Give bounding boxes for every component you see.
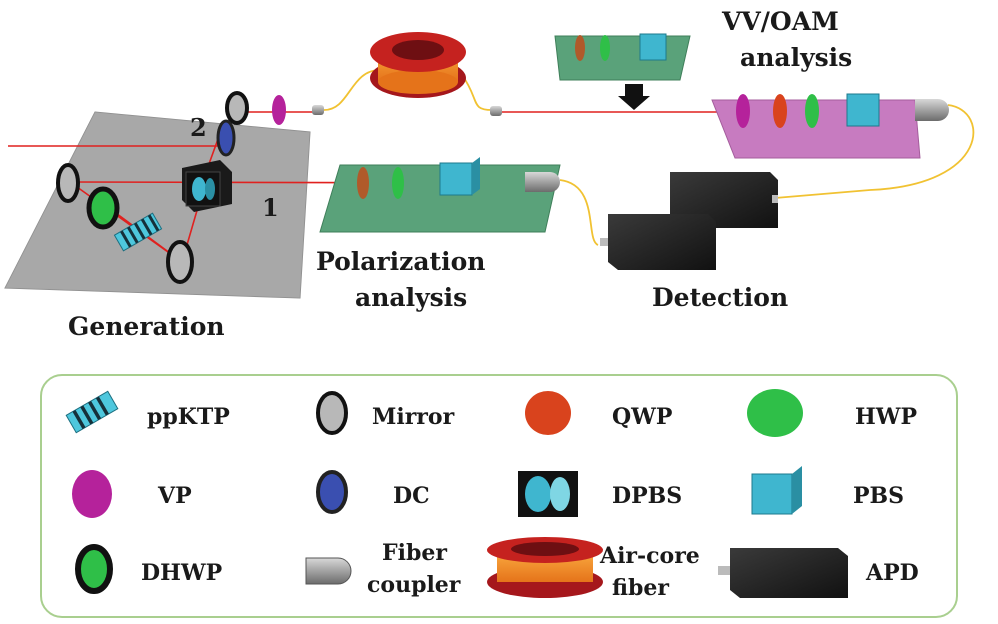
air-core-fiber-spool [370, 32, 466, 98]
legend-apd-label: APD [865, 560, 919, 586]
legend-mirror-label: Mirror [372, 404, 455, 430]
apd-detector-front [600, 214, 716, 270]
mirror-bottom [166, 240, 194, 284]
legend-fiber-coupler-icon [305, 557, 352, 585]
generation-table [4, 111, 311, 299]
label-vvoam-2: analysis [740, 43, 852, 72]
fiber-coupler-top [312, 105, 324, 115]
polarization-analysis-plate [319, 157, 561, 233]
legend-dc-label: DC [393, 483, 430, 509]
mirror-left [56, 163, 80, 203]
legend-mirror-icon [316, 391, 348, 435]
legend-panel [40, 374, 958, 618]
dhwp-plate [86, 186, 120, 230]
legend-ppktp-label: ppKTP [147, 404, 230, 430]
legend-hwp-icon [747, 389, 803, 437]
path-label-1: 1 [262, 193, 279, 222]
optical-fibers [323, 69, 975, 246]
dpbs-cube [182, 160, 232, 212]
legend-air-core-label-2: fiber [612, 575, 669, 601]
legend-qwp-icon [525, 391, 571, 435]
label-polarization-1: Polarization [316, 247, 485, 276]
legend-apd-icon [718, 548, 848, 598]
label-detection: Detection [652, 283, 788, 312]
legend-hwp-label: HWP [855, 404, 917, 430]
vp-plate-top [272, 95, 286, 125]
vv-component-plate [554, 33, 691, 110]
legend-vp-icon [72, 470, 112, 518]
legend-fiber-coupler-label-2: coupler [367, 572, 461, 598]
label-vvoam-1: VV/OAM [721, 7, 839, 36]
legend-dpbs-label: DPBS [612, 483, 682, 509]
vvoam-analysis-plate [711, 93, 949, 159]
ppktp-crystal [113, 212, 163, 252]
path-label-2: 2 [190, 113, 207, 142]
legend-fiber-coupler-label-1: Fiber [382, 540, 447, 566]
legend-vp-label: VP [157, 483, 192, 509]
legend-dhwp-label: DHWP [141, 560, 222, 586]
fiber-coupler-mid [490, 106, 502, 116]
legend-pbs-icon [751, 466, 802, 515]
legend-ppktp-icon [65, 390, 119, 434]
legend-dhwp-icon [75, 544, 113, 594]
label-generation: Generation [68, 312, 225, 341]
legend-pbs-label: PBS [853, 483, 904, 509]
dc-plate [216, 119, 236, 157]
legend-dc-icon [316, 470, 348, 514]
legend-air-core-fiber-icon [487, 537, 603, 598]
legend-air-core-label-1: Air-core [599, 543, 700, 569]
legend-qwp-label: QWP [612, 404, 672, 430]
legend-dpbs-icon [518, 471, 578, 517]
label-polarization-2: analysis [355, 283, 467, 312]
mirror-top [225, 91, 249, 125]
